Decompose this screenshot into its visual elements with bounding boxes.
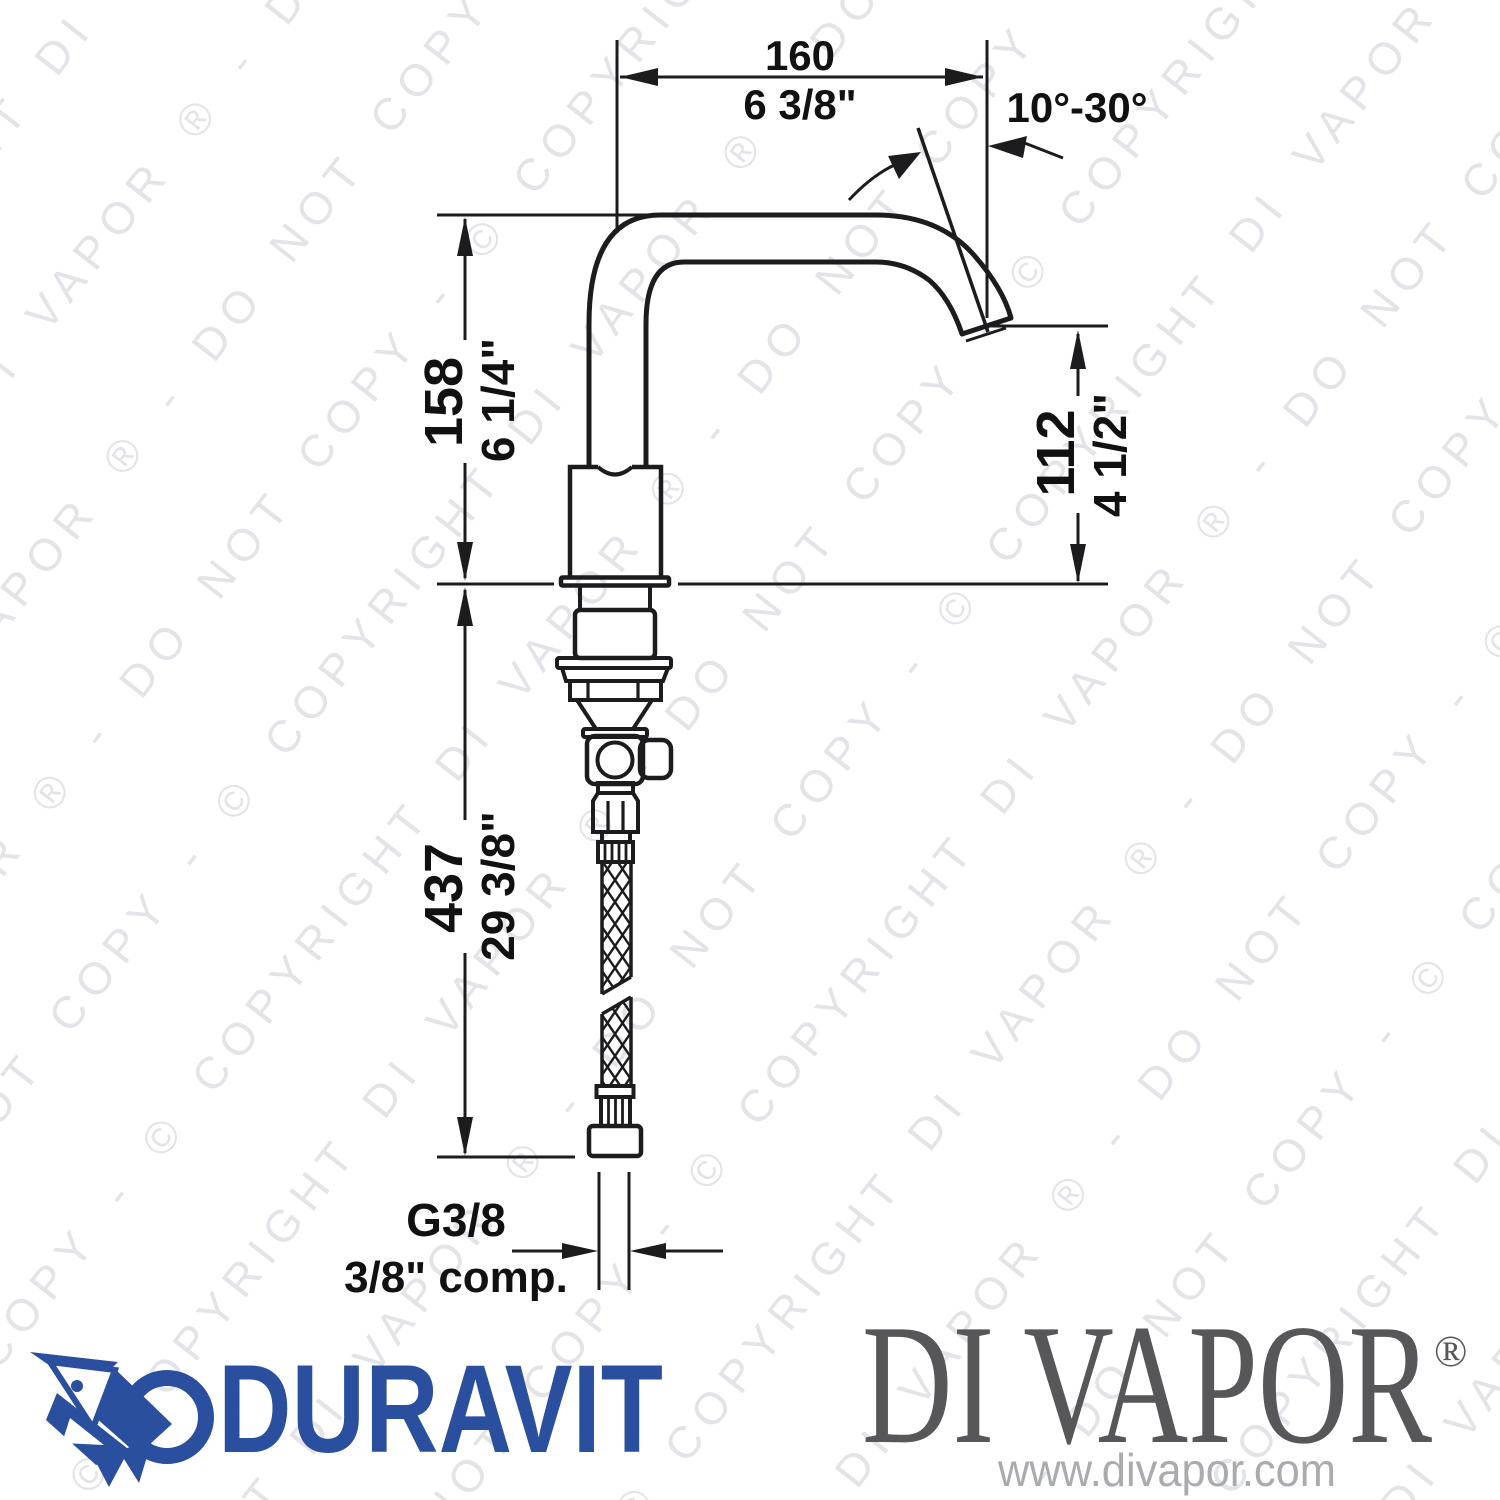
spout-height-arrow-bottom	[457, 542, 473, 581]
shank-collar	[572, 607, 658, 661]
label-inlet-compression: 3/8" comp.	[344, 1253, 568, 1302]
faucet-outline	[555, 212, 1014, 1159]
shank	[578, 585, 652, 610]
fitting-facets	[606, 801, 625, 832]
dimension-labels: 160 6 3/8" 10°-30° 158 6 1/4" 112 4 1/2"…	[344, 32, 1147, 1302]
duravit-bird-icon	[30, 1352, 214, 1487]
spout-height-arrow-top	[457, 217, 473, 256]
label-spout-reach-mm: 160	[765, 32, 835, 79]
inlet-arrow-left	[562, 1243, 598, 1259]
label-inlet-thread: G3/8	[406, 1194, 506, 1246]
inlet-extension-lines	[597, 1172, 631, 1290]
spout-tip-lip	[965, 326, 1007, 343]
nut-taper	[575, 698, 654, 731]
mounting-nut	[568, 679, 663, 702]
label-overall-height-mm: 437	[414, 843, 474, 933]
compression-fitting	[591, 791, 640, 834]
outlet-height-arrow-bottom	[1070, 544, 1086, 583]
valve-screw	[595, 740, 635, 780]
angle-leader-curved	[847, 160, 902, 202]
hose-upper-edges	[600, 862, 633, 996]
base-flange	[558, 575, 672, 588]
crimp-ridges	[603, 843, 628, 861]
width-arrow-right	[945, 68, 983, 86]
label-outlet-height-inch: 4 1/2"	[1084, 393, 1136, 517]
duravit-wordmark: DURAVIT	[218, 1340, 663, 1479]
ribbed-lines	[607, 1098, 624, 1125]
hose-lower-edges	[600, 995, 633, 1086]
overall-height-arrow-bottom	[457, 1117, 473, 1156]
angle-leader-right	[1021, 140, 1064, 160]
spout-path	[586, 212, 1014, 467]
hose-end-nut	[586, 1123, 644, 1159]
mounting-nut-facets	[586, 682, 640, 700]
label-spout-height-inch: 6 1/4"	[472, 338, 524, 462]
body-top-arc	[596, 465, 634, 477]
hose-crimp	[596, 840, 635, 864]
duravit-logo: DURAVIT	[30, 1340, 663, 1487]
divapor-logo: DI VAPOR ® www.divapor.com	[862, 1290, 1467, 1496]
faucet-body	[567, 464, 664, 578]
label-overall-height-inch: 29 3/8"	[472, 811, 524, 961]
label-spout-height-mm: 158	[414, 357, 474, 447]
divapor-url: www.divapor.com	[997, 1444, 1336, 1496]
inlet-arrow-right	[630, 1243, 666, 1259]
divapor-wordmark: DI VAPOR	[862, 1290, 1432, 1480]
label-outlet-height-mm: 112	[1026, 409, 1086, 496]
braided-hose-upper	[602, 862, 631, 994]
dimension-annotations	[437, 40, 1108, 1290]
label-swivel-angle: 10°-30°	[1006, 84, 1147, 131]
width-arrow-left	[620, 68, 658, 86]
bird-eye	[71, 1380, 83, 1392]
swivel-angle-line	[916, 127, 990, 333]
angle-arrow-curved	[888, 152, 921, 179]
label-spout-reach-inch: 6 3/8"	[743, 81, 856, 128]
width-extension-lines	[615, 40, 989, 318]
divapor-registered-mark: ®	[1434, 1327, 1467, 1376]
overall-height-arrow-top	[457, 587, 473, 626]
valve-knob	[637, 737, 674, 781]
angle-arrow-right	[988, 136, 1027, 158]
outlet-height-arrow-top	[1070, 330, 1086, 369]
